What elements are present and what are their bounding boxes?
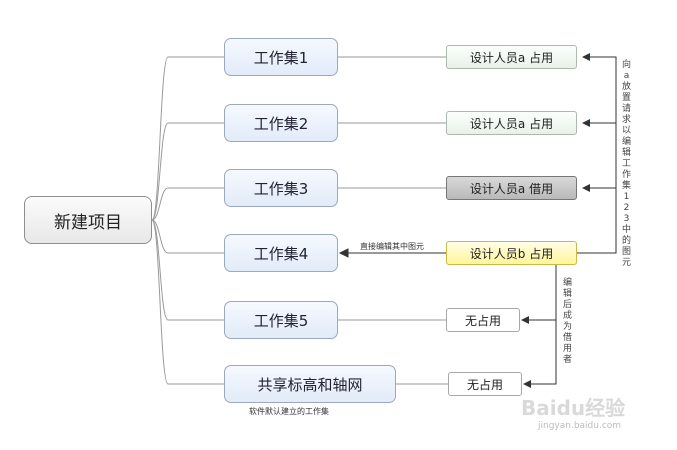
workset-5-node: 工作集5 [224, 301, 338, 339]
free-tag-shared: 无占用 [448, 372, 522, 396]
borrower-tag-3: 设计人员a 借用 [446, 176, 577, 200]
become-borrower-note: 编辑后成为借用者 [562, 278, 572, 365]
workset-4-node: 工作集4 [224, 234, 338, 272]
owner-tag-1: 设计人员a 占用 [446, 45, 577, 69]
workset-3-node: 工作集3 [224, 169, 338, 207]
free-tag-5: 无占用 [446, 308, 520, 332]
request-edit-note: 向a放置请求以编辑工作集123中的图元 [621, 60, 631, 268]
default-worksets-note: 软件默认建立的工作集 [249, 407, 329, 416]
owner-tag-4: 设计人员b 占用 [446, 241, 577, 265]
shared-workset-node: 共享标高和轴网 [224, 365, 396, 403]
watermark-logo: Baidu经验 [521, 396, 626, 420]
edit-directly-note: 直接编辑其中图元 [360, 242, 424, 251]
owner-tag-2: 设计人员a 占用 [446, 111, 577, 135]
workset-2-node: 工作集2 [224, 104, 338, 142]
workset-1-node: 工作集1 [224, 38, 338, 76]
watermark-url: jingyan.baidu.com [538, 421, 622, 431]
root-node: 新建项目 [24, 196, 152, 244]
